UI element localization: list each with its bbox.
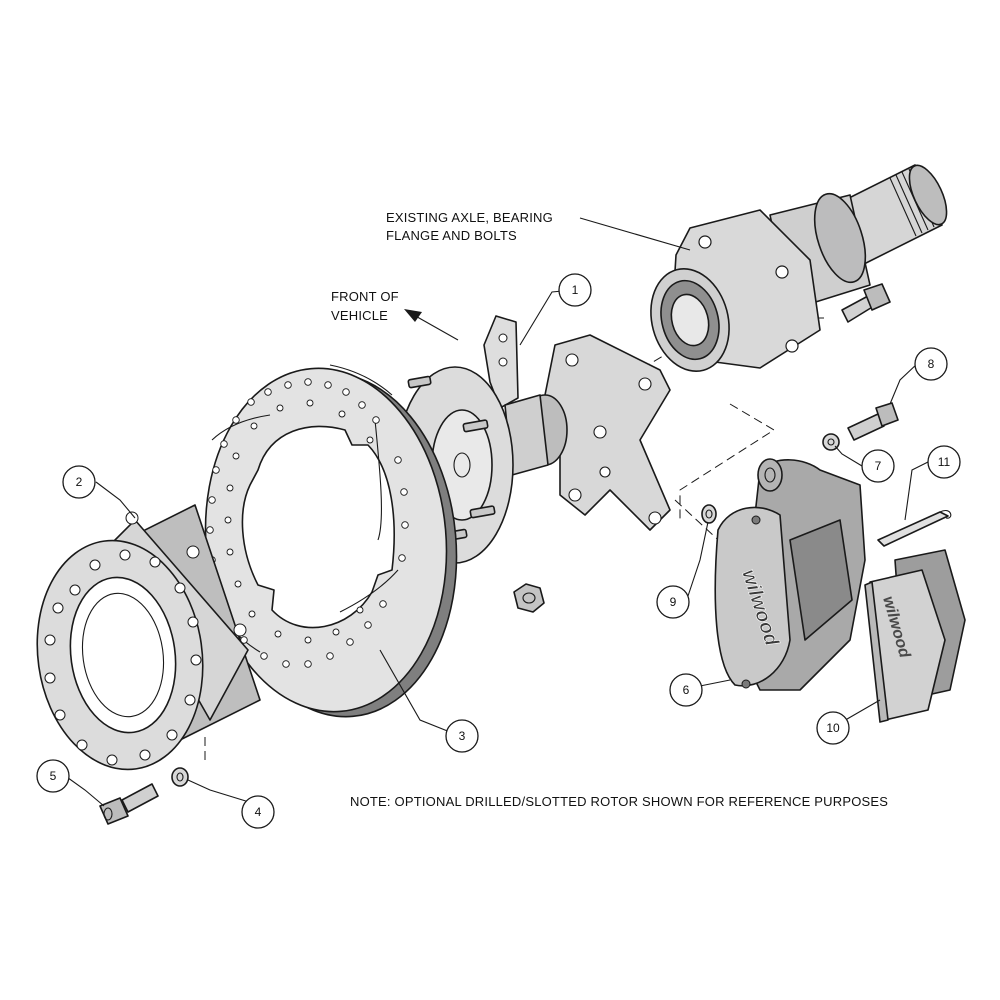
axle-label: EXISTING AXLE, BEARING FLANGE AND BOLTS — [386, 210, 553, 243]
axle-label-line-2: FLANGE AND BOLTS — [386, 228, 517, 243]
callout-2-number: 2 — [76, 475, 83, 489]
front-of-vehicle-label: FRONT OF VEHICLE — [331, 289, 399, 323]
rotor-hat — [36, 504, 261, 771]
lug-nut — [513, 583, 545, 613]
caliper: wilwood — [714, 458, 866, 691]
callout-6: 6 — [669, 673, 703, 707]
callout-2: 2 — [62, 465, 96, 499]
callout-9-number: 9 — [670, 595, 677, 609]
callout-4: 4 — [241, 795, 275, 829]
callout-4-number: 4 — [255, 805, 262, 819]
callout-1: 1 — [558, 273, 592, 307]
callout-3-number: 3 — [459, 729, 466, 743]
caliper-bolt — [847, 402, 899, 441]
hat-bolt — [99, 783, 159, 825]
callout-10-number: 10 — [826, 721, 840, 735]
axle-label-line-1: EXISTING AXLE, BEARING — [386, 210, 553, 225]
callout-1-number: 1 — [572, 283, 579, 297]
brake-pads: wilwood — [864, 549, 966, 723]
callout-11-number: 11 — [938, 455, 951, 469]
callout-3: 3 — [445, 719, 479, 753]
existing-axle-assembly — [650, 164, 948, 372]
callout-7: 7 — [861, 449, 895, 483]
callout-11: 11 — [927, 445, 961, 479]
callout-10: 10 — [816, 711, 850, 745]
callout-8-number: 8 — [928, 357, 935, 371]
leader-lines — [63, 217, 929, 807]
callout-5: 5 — [36, 759, 70, 793]
hat-washer — [171, 767, 189, 787]
cotter-pin — [877, 510, 952, 547]
callout-9: 9 — [656, 585, 690, 619]
callout-6-number: 6 — [683, 683, 690, 697]
reference-note: NOTE: OPTIONAL DRILLED/SLOTTED ROTOR SHO… — [350, 794, 888, 809]
axle-adapter-plate — [504, 334, 671, 531]
callout-7-number: 7 — [875, 459, 882, 473]
drilled-slotted-rotor — [204, 364, 458, 718]
caliper-bracket — [483, 315, 519, 409]
callout-5-number: 5 — [50, 769, 57, 783]
callout-8: 8 — [914, 347, 948, 381]
front-label-line-2: VEHICLE — [331, 308, 388, 323]
shim-washer — [701, 504, 717, 524]
front-label-line-1: FRONT OF — [331, 289, 399, 304]
